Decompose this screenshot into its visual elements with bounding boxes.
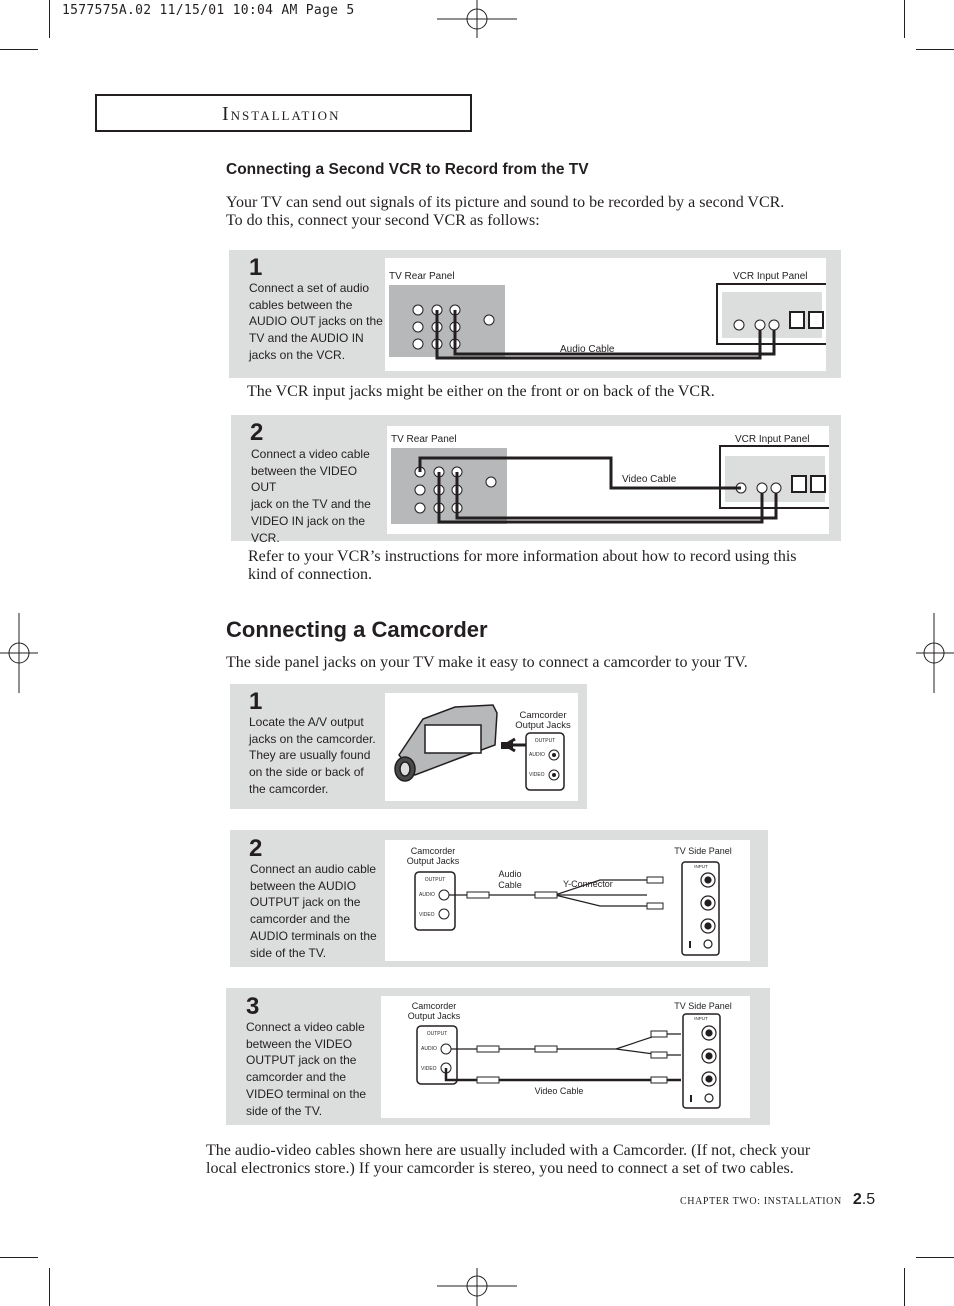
cam-step2-number: 2 (249, 835, 263, 862)
camcorder-jacks-diagram: Camcorder Output Jacks OUTPUT AUDIO VIDE… (385, 693, 578, 801)
svg-text:OUTPUT: OUTPUT (425, 877, 446, 883)
svg-text:TV Side Panel: TV Side Panel (674, 1001, 732, 1011)
cam-step3-text: Connect a video cable between the VIDEO … (246, 1020, 367, 1118)
page-number: 2.5 (852, 1191, 876, 1208)
svg-text:VIDEO: VIDEO (419, 912, 435, 918)
vcr-intro: Your TV can send out signals of its pict… (226, 194, 785, 229)
camcorder-closing: The audio-video cables shown here are us… (206, 1142, 811, 1177)
audio-cable-label: Audio Cable (560, 344, 615, 355)
svg-text:INPUT: INPUT (694, 1016, 708, 1021)
video-cable-label: Video Cable (622, 474, 677, 485)
section-header-title: INSTALLATION (222, 103, 341, 125)
tv-rear-panel-label: TV Rear Panel (389, 271, 455, 282)
svg-text:Cable: Cable (498, 880, 522, 890)
svg-text:VIDEO: VIDEO (421, 1066, 437, 1072)
svg-text:INPUT: INPUT (694, 864, 708, 869)
page-footer: CHAPTER TWO: INSTALLATION 2.5 (680, 1189, 875, 1209)
camcorder-section-heading: Connecting a Camcorder (226, 617, 488, 642)
footer-chapter: CHAPTER TWO: INSTALLATION (680, 1196, 842, 1207)
camcorder-video-diagram: Camcorder Output Jacks TV Side Panel Vid… (381, 996, 750, 1118)
cam-step1-text: Locate the A/V output jacks on the camco… (249, 715, 376, 796)
svg-text:Audio: Audio (498, 869, 521, 879)
vcr-input-panel-label: VCR Input Panel (733, 271, 808, 282)
svg-text:TV Side Panel: TV Side Panel (674, 846, 732, 856)
svg-text:OUTPUT: OUTPUT (535, 738, 556, 744)
print-slug: 1577575A.02 11/15/01 10:04 AM Page 5 (62, 3, 355, 18)
svg-text:Output Jacks: Output Jacks (515, 720, 571, 731)
vcr-video-diagram: TV Rear Panel VCR Input Panel Video Cabl… (387, 426, 829, 534)
cam-step1-number: 1 (249, 688, 263, 715)
camcorder-audio-diagram: Camcorder Output Jacks Audio Cable Y-Con… (385, 840, 750, 961)
vcr-note2: Refer to your VCR’s instructions for mor… (248, 548, 797, 583)
svg-text:VIDEO: VIDEO (529, 772, 545, 778)
camcorder-icon (394, 704, 498, 782)
vcr-step1-number: 1 (249, 254, 263, 281)
tv-rear-panel-label-2: TV Rear Panel (391, 434, 457, 445)
cam-step2-text: Connect an audio cable between the AUDIO… (250, 862, 377, 960)
svg-text:Output Jacks: Output Jacks (407, 856, 460, 866)
svg-text:Video Cable: Video Cable (535, 1086, 584, 1096)
section-header-box (95, 94, 472, 132)
svg-text:Camcorder: Camcorder (411, 846, 456, 856)
svg-text:Camcorder: Camcorder (520, 710, 567, 721)
vcr-note1: The VCR input jacks might be either on t… (247, 383, 715, 400)
svg-text:AUDIO: AUDIO (529, 752, 545, 758)
svg-text:OUTPUT: OUTPUT (427, 1031, 448, 1037)
camcorder-intro: The side panel jacks on your TV make it … (226, 654, 748, 671)
vcr-section-heading: Connecting a Second VCR to Record from t… (226, 161, 589, 178)
vcr-step1-text: Connect a set of audio cables between th… (249, 281, 383, 362)
cam-step3-number: 3 (246, 993, 260, 1020)
vcr-audio-diagram: TV Rear Panel VCR Input Panel Audio Cabl… (385, 258, 826, 371)
svg-text:AUDIO: AUDIO (421, 1046, 437, 1052)
svg-text:AUDIO: AUDIO (419, 892, 435, 898)
vcr-step2-text: Connect a video cable between the VIDEO … (251, 447, 371, 545)
svg-text:Camcorder: Camcorder (412, 1001, 457, 1011)
svg-text:Output Jacks: Output Jacks (408, 1011, 461, 1021)
vcr-input-panel-label-2: VCR Input Panel (735, 434, 810, 445)
vcr-step2-number: 2 (250, 419, 264, 446)
